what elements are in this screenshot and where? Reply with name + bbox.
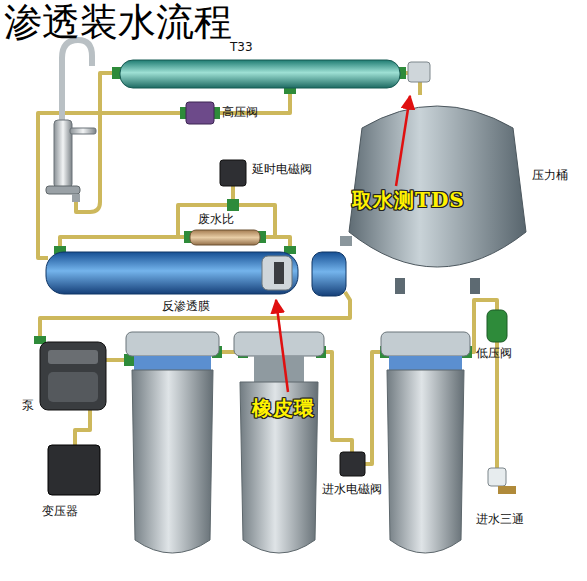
part-label: T33 [230,40,253,54]
callout-arrow [396,96,410,186]
faucet [46,40,96,202]
ro-membrane [46,252,346,296]
part-label: 进水三通 [476,512,524,526]
diagram-title: 渗透装水流程 [4,2,232,44]
filter-housings [126,332,470,553]
t33-filter [120,60,430,88]
high-pressure-valve [186,102,214,124]
part-label: 高压阀 [222,105,258,119]
callout-arrow [276,300,288,392]
inlet-tee [488,468,516,494]
pump [40,342,106,410]
part-label: 延时电磁阀 [252,162,312,176]
waste-ratio-restrictor [190,230,260,245]
transformer [48,445,100,495]
part-label: 低压阀 [476,346,512,360]
low-pressure-valve [487,310,507,342]
part-label: 泵 [22,398,34,412]
part-label: 变压器 [42,504,78,518]
inlet-solenoid-valve [340,452,365,476]
part-label: 进水电磁阀 [322,482,382,496]
callout-text: 橡皮環 [252,396,315,420]
pressure-tank [340,106,526,294]
callout-text: 取水测TDS [352,188,465,212]
part-label: 压力桶 [532,168,568,182]
delay-solenoid-valve [220,160,246,186]
part-label: 废水比 [198,212,234,226]
part-label: 反渗透膜 [162,299,210,313]
